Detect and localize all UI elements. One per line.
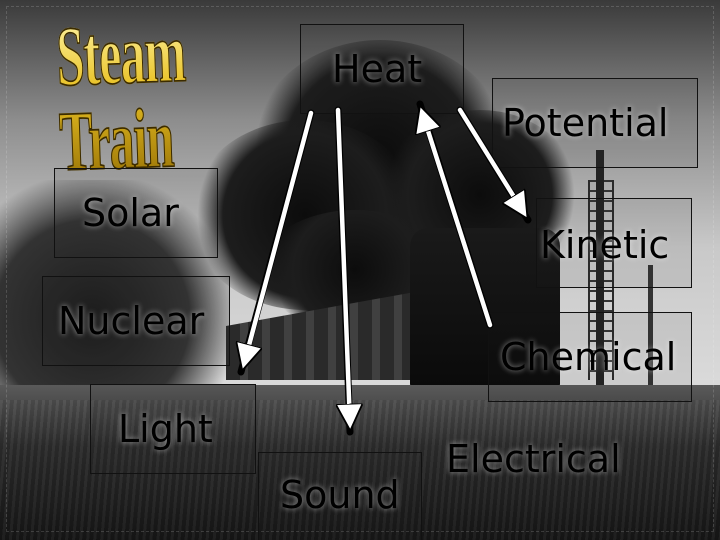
nuclear-label: Nuclear [58,299,205,343]
telegraph-pole [648,265,653,395]
kinetic-box [536,198,692,288]
light-label: Light [118,407,213,451]
kinetic-label: Kinetic [540,223,670,267]
sound-box [258,452,422,540]
electrical-label: Electrical [446,437,621,481]
signal-pole [596,150,604,390]
potential-label: Potential [502,101,669,145]
arrow-heat-to-sound [338,107,350,424]
tree-silhouette [0,180,230,410]
chemical-box [488,312,692,402]
solar-label: Solar [82,191,179,235]
heat-label: Heat [332,47,423,91]
photo-frame [6,6,714,532]
arrow-chemical-to-heat [422,112,493,328]
nuclear-box [42,276,230,366]
arrow-heat-to-light [244,110,314,364]
sound-label: Sound [280,473,400,517]
potential-box [492,78,698,168]
chemical-label: Chemical [500,335,677,379]
light-box [90,384,256,474]
solar-box [54,168,218,258]
arrow-heat-to-kinetic [457,107,524,213]
heat-box [300,24,464,114]
